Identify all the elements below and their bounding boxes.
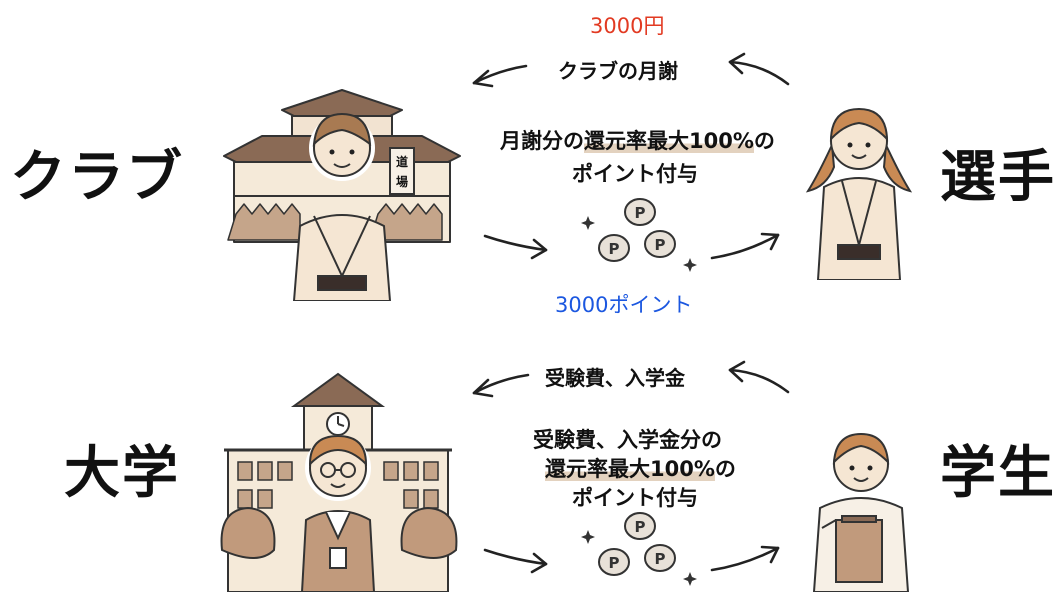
reward-rate-highlight: 還元率最大100%: [584, 129, 754, 153]
points-label: 3000ポイント: [555, 293, 693, 317]
arrow-exam-points-right: [710, 546, 780, 572]
university-illustration: [220, 372, 458, 592]
coin-p-4: P: [635, 518, 646, 536]
arrow-exam-left: [472, 373, 530, 395]
arrow-points-left: [483, 234, 548, 252]
exam-reward-line3: ポイント付与: [572, 486, 698, 510]
arrow-fee-left: [472, 64, 528, 85]
sparkle-icon-3: [581, 530, 595, 544]
coin-p-1: P: [635, 204, 646, 222]
university-label: 大学: [64, 441, 180, 506]
club-fee-label: クラブの月謝: [558, 59, 678, 83]
athlete-label: 選手: [940, 145, 1056, 210]
exam-rate-highlight: 還元率最大100%: [545, 457, 715, 481]
exam-reward-line1: 受験費、入学金分の: [533, 428, 722, 452]
coin-p-2: P: [609, 240, 620, 258]
student-illustration: [812, 432, 910, 592]
sparkle-icon: [581, 216, 595, 230]
point-coins-bottom: P P P: [581, 512, 697, 586]
exam-rate-suffix: の: [714, 457, 736, 481]
exam-fee-label: 受験費、入学金: [545, 366, 685, 390]
club-reward-line1: 月謝分の還元率最大100%の: [500, 125, 775, 155]
dojo-sign-text: 道: [396, 154, 408, 169]
reward-text-a: 月謝分の: [500, 129, 584, 153]
coin-p-6: P: [655, 550, 666, 568]
club-reward-line2: ポイント付与: [572, 162, 698, 186]
reward-text-c: の: [753, 129, 775, 153]
arrow-points-right: [710, 233, 780, 260]
club-label: クラブ: [10, 145, 184, 210]
arrow-exam-points-left: [483, 548, 548, 566]
sparkle-icon-4: [683, 572, 697, 586]
arrow-exam-right: [728, 368, 790, 394]
dojo-illustration: 道 場: [223, 89, 461, 301]
point-coins-top: P P P: [581, 198, 697, 272]
sparkle-icon-2: [683, 258, 697, 272]
fee-amount: 3000円: [590, 14, 665, 38]
dojo-sign-text-2: 場: [396, 174, 408, 189]
dojo-sign-board: [389, 147, 415, 195]
coin-p-5: P: [609, 554, 620, 572]
student-label: 学生: [940, 441, 1056, 506]
coin-p-3: P: [655, 236, 666, 254]
arrow-fee-right: [728, 60, 790, 86]
exam-reward-line2: 還元率最大100%の: [545, 453, 736, 483]
athlete-illustration: [805, 107, 913, 280]
